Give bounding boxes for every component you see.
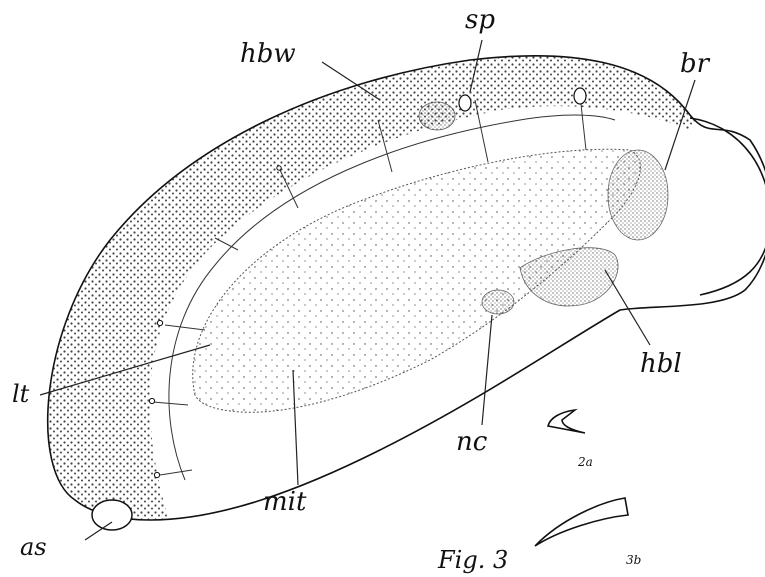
inset-mandible-a (548, 410, 585, 433)
larva-body (35, 54, 765, 530)
label-hbl: hbl (640, 349, 682, 379)
head-capsule (608, 118, 765, 295)
mandible-insets (535, 410, 628, 546)
nerve-cord (482, 290, 514, 314)
label-mit: mit (263, 487, 307, 517)
brain (608, 150, 668, 240)
inset-mandible-b (535, 498, 628, 546)
label-fig: Fig. 3 (437, 546, 508, 574)
label-lt: lt (12, 380, 30, 408)
anal-structure (92, 500, 132, 530)
label-sp: sp (465, 5, 495, 35)
label-inset-a: 2a (577, 455, 593, 469)
label-nc: nc (456, 427, 488, 457)
label-br: br (680, 49, 711, 79)
label-hbw: hbw (240, 39, 296, 69)
label-inset-b: 3b (626, 553, 641, 567)
label-as: as (20, 533, 47, 561)
